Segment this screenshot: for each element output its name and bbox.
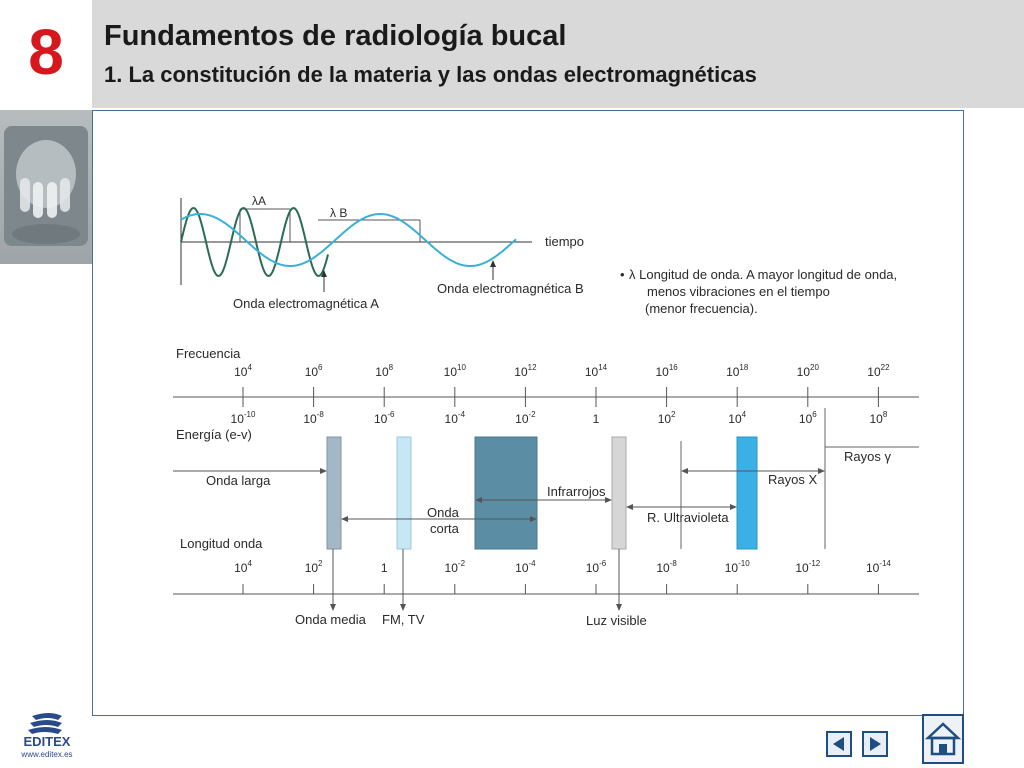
- wavelength-tick-label: 102: [305, 559, 323, 575]
- page-subtitle: 1. La constitución de la materia y las o…: [104, 62, 757, 87]
- frequency-tick-label: 1014: [585, 363, 608, 379]
- luz-visible-arrowhead: [616, 604, 622, 611]
- wavelength-tick-label: 1: [381, 561, 388, 575]
- band-rayos-x: [736, 436, 758, 550]
- lambda-a-label: λA: [252, 194, 266, 208]
- energy-tick-label: 10-4: [445, 410, 466, 426]
- energy-tick-label: 102: [658, 410, 676, 426]
- wavelength-tick-label: 10-12: [795, 559, 820, 575]
- band-infrarrojos: [474, 436, 538, 550]
- energy-tick-label: 108: [869, 410, 887, 426]
- note-line-1: λ Longitud de onda. A mayor longitud de …: [629, 267, 897, 282]
- wavelength-tick-label: 10-14: [866, 559, 891, 575]
- energy-tick-label: 106: [799, 410, 817, 426]
- wavelength-tick-label: 10-6: [586, 559, 607, 575]
- radiograph-photo: [0, 110, 92, 264]
- triangle-left-icon: [833, 737, 844, 751]
- wavelength-ticks: 104 102 1 10-2 10-4 10-6 10-8 10-10 10-12 10-14: [234, 559, 891, 594]
- chapter-number: 8: [28, 16, 64, 88]
- frequency-tick-label: 106: [305, 363, 323, 379]
- ultravioleta-arrowhead-right: [730, 504, 737, 510]
- wave-a-curve: [180, 207, 329, 277]
- wavelength-tick-label: 10-2: [445, 559, 466, 575]
- frequency-tick-label: 104: [234, 363, 252, 379]
- energy-tick-label: 10-2: [515, 410, 536, 426]
- header-bar: [0, 0, 1024, 108]
- infrarrojos-label: Infrarrojos: [547, 484, 606, 499]
- energy-tick-label: 10-6: [374, 410, 395, 426]
- frequency-tick-label: 1010: [444, 363, 467, 379]
- house-icon: [924, 722, 962, 756]
- wave-b-arrowhead: [490, 260, 496, 267]
- rayos-x-label: Rayos X: [768, 472, 817, 487]
- energy-tick-label: 10-10: [231, 410, 256, 426]
- onda-media-label: Onda media: [295, 612, 367, 627]
- luz-visible-label: Luz visible: [586, 613, 647, 628]
- frequency-label: Frecuencia: [176, 346, 241, 361]
- wave-a-arrowhead: [321, 270, 327, 277]
- onda-corta-label-2: corta: [430, 521, 460, 536]
- onda-larga-label: Onda larga: [206, 473, 271, 488]
- frequency-tick-label: 1020: [797, 363, 820, 379]
- previous-slide-button[interactable]: [826, 731, 852, 757]
- fm-tv-arrowhead: [400, 604, 406, 611]
- wave-b-label: Onda electromagnética B: [437, 281, 584, 296]
- page-title: Fundamentos de radiología bucal: [104, 20, 567, 52]
- rayos-gamma-label: Rayos γ: [844, 449, 891, 464]
- frequency-ticks: 104 106 108 1010 1012 1014 1016 1018 1020 1022: [234, 363, 890, 397]
- frequency-tick-label: 108: [375, 363, 393, 379]
- rayos-x-arrowhead-left: [681, 468, 688, 474]
- note-line-3: (menor frecuencia).: [645, 301, 758, 316]
- logo-url: www.editex.es: [21, 750, 73, 759]
- energy-tick-label: 104: [728, 410, 746, 426]
- energy-label: Energía (e-v): [176, 427, 252, 442]
- ultravioleta-arrowhead-left: [626, 504, 633, 510]
- energy-tick-label: 1: [593, 412, 600, 426]
- diagram-frame: [92, 110, 964, 716]
- frequency-tick-label: 1018: [726, 363, 749, 379]
- onda-media-arrowhead: [330, 604, 336, 611]
- note-line-2: menos vibraciones en el tiempo: [647, 284, 830, 299]
- ultravioleta-label: R. Ultravioleta: [647, 510, 729, 525]
- wavelength-tick-label: 104: [234, 559, 252, 575]
- lambda-b-label: λ B: [330, 206, 347, 220]
- energy-ticks: 10-10 10-8 10-6 10-4 10-2 1 102 104 106 108: [231, 397, 888, 426]
- band-luz-visible: [611, 436, 627, 550]
- wave-a-label: Onda electromagnética A: [233, 296, 379, 311]
- infrarrojos-arrowhead-left: [475, 497, 482, 503]
- chapter-badge: 8: [0, 0, 92, 108]
- radiograph-image: [4, 126, 88, 246]
- home-button[interactable]: [922, 714, 964, 764]
- onda-corta-arrowhead-right: [530, 516, 537, 522]
- band-onda-larga: [326, 436, 342, 550]
- onda-larga-arrowhead: [320, 468, 327, 474]
- logo-name: EDITEX: [23, 734, 71, 749]
- onda-corta-label-1: Onda: [427, 505, 460, 520]
- wave-b-curve: [180, 213, 517, 267]
- next-slide-button[interactable]: [862, 731, 888, 757]
- frequency-tick-label: 1016: [655, 363, 678, 379]
- wavelength-tick-label: 10-8: [656, 559, 677, 575]
- frequency-tick-label: 1022: [867, 363, 890, 379]
- wavelength-tick-label: 10-4: [515, 559, 536, 575]
- triangle-right-icon: [870, 737, 881, 751]
- editex-logo-icon: [28, 713, 62, 734]
- note-bullet: •: [620, 267, 625, 282]
- electromagnetic-spectrum-diagram: tiempo λA λ B Onda electromagnética A On…: [173, 194, 919, 628]
- wavelength-label: Longitud onda: [180, 536, 263, 551]
- frequency-tick-label: 1012: [514, 363, 537, 379]
- fm-tv-label: FM, TV: [382, 612, 425, 627]
- energy-tick-label: 10-8: [303, 410, 324, 426]
- rayos-x-arrowhead-right: [818, 468, 825, 474]
- onda-corta-arrowhead-left: [341, 516, 348, 522]
- time-axis-label: tiempo: [545, 234, 584, 249]
- wavelength-tick-label: 10-10: [725, 559, 750, 575]
- infrarrojos-arrowhead-right: [605, 497, 612, 503]
- band-fm-tv: [396, 436, 412, 550]
